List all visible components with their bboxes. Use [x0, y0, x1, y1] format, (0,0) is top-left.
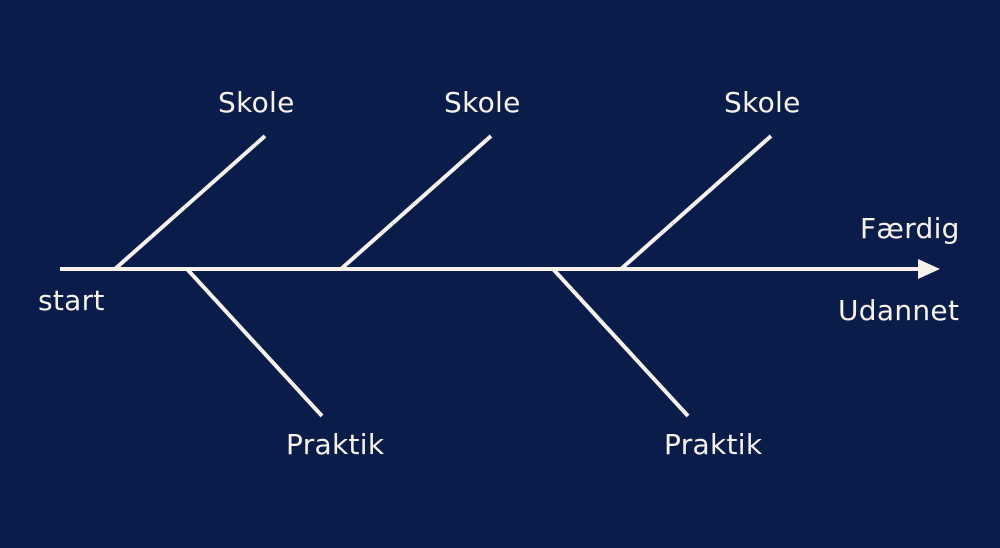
school-branch-label: Skole	[724, 86, 801, 119]
practice-branch-label: Praktik	[664, 428, 763, 461]
school-branch-label: Skole	[444, 86, 521, 119]
practice-branch-label: Praktik	[286, 428, 385, 461]
start-label: start	[38, 284, 105, 317]
school-branch-label: Skole	[218, 86, 295, 119]
practice-branch-line-2	[551, 267, 690, 418]
school-branch-line-2	[339, 134, 493, 271]
school-branch-line-1	[113, 134, 267, 271]
arrowhead-icon	[918, 259, 940, 279]
end-label-bottom: Udannet	[838, 294, 960, 327]
end-label-top: Færdig	[860, 212, 960, 245]
practice-branch-line-1	[185, 267, 324, 418]
school-branch-line-3	[619, 134, 773, 271]
